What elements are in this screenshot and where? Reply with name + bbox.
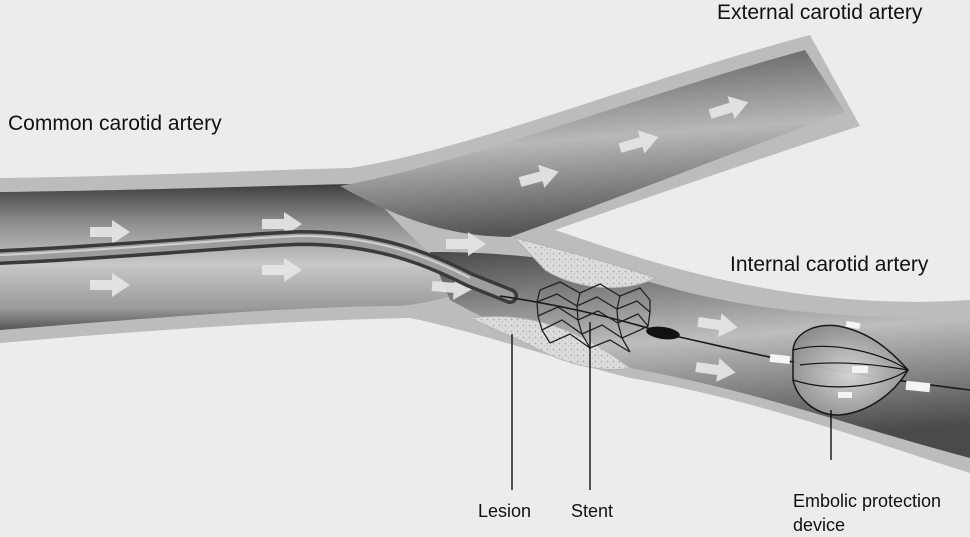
label-common-carotid-artery: Common carotid artery xyxy=(8,112,222,135)
flow-arrow-icon xyxy=(446,232,486,256)
flow-arrow-icon xyxy=(708,96,749,120)
leader-lines xyxy=(511,322,832,490)
delivery-tip xyxy=(646,326,680,340)
embolic-protection-basket xyxy=(769,320,931,416)
label-internal-carotid-artery: Internal carotid artery xyxy=(730,253,929,276)
label-epd-line2: device xyxy=(793,515,846,535)
flow-arrow-icon xyxy=(697,313,738,337)
flow-arrow-icon xyxy=(90,220,130,244)
label-lesion: Lesion xyxy=(478,501,532,521)
catheter xyxy=(0,229,518,304)
common-carotid-lumen xyxy=(0,184,470,330)
flow-arrow-icon xyxy=(90,273,130,297)
flow-arrow-icon xyxy=(618,130,659,154)
flow-arrow-icon xyxy=(262,258,302,282)
flow-arrow-icon xyxy=(695,358,736,382)
flow-arrow-icon xyxy=(518,164,559,188)
flow-arrow-icon xyxy=(262,212,302,236)
label-epd-line1: Embolic protection xyxy=(793,491,942,511)
external-carotid-lumen xyxy=(340,50,845,237)
label-stent: Stent xyxy=(571,501,614,521)
flow-arrows xyxy=(90,96,749,382)
label-external-carotid-artery: External carotid artery xyxy=(717,1,923,24)
label-embolic-protection-device: Embolic protection device xyxy=(793,489,941,537)
